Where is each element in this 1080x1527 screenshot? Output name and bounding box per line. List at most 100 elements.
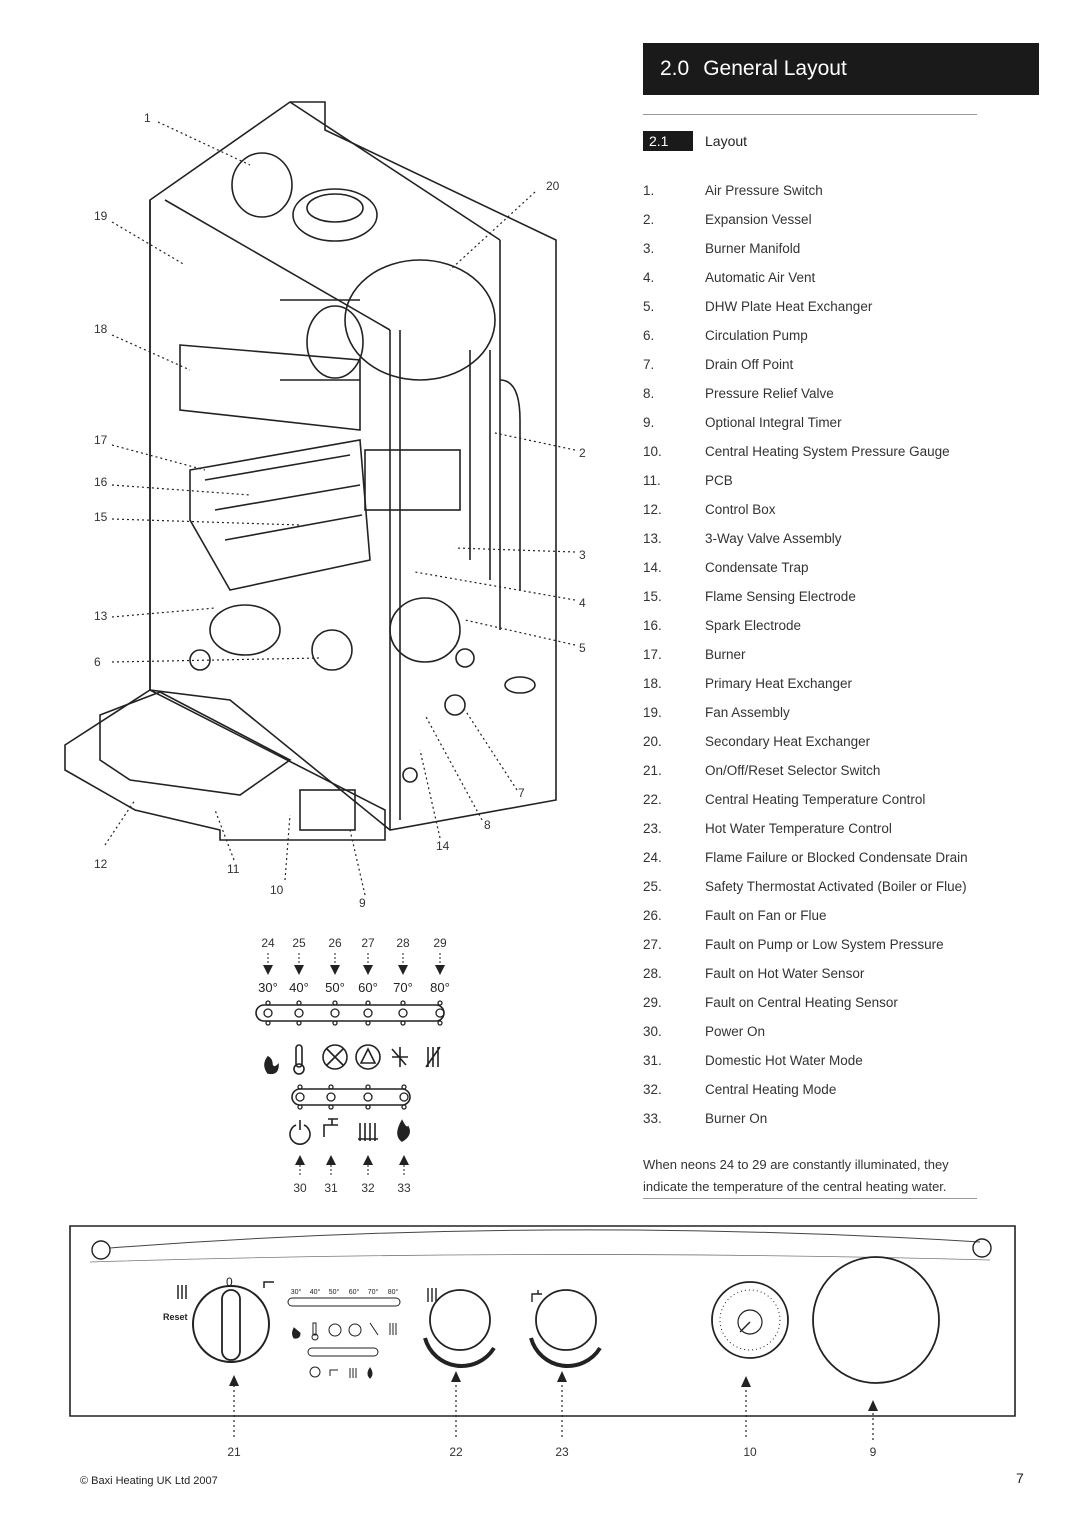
neon-number: 31 xyxy=(324,1181,338,1195)
neon-indicator xyxy=(330,1008,340,1018)
legend-label: Automatic Air Vent xyxy=(705,270,816,285)
divider xyxy=(643,1198,977,1199)
callout-label: 19 xyxy=(94,209,108,223)
legend-number: 33. xyxy=(643,1111,662,1126)
callout-label: 10 xyxy=(270,883,284,897)
neon-temperature: 30° xyxy=(258,980,278,995)
neon-indicator xyxy=(363,1092,373,1102)
legend-number: 9. xyxy=(643,415,655,430)
callout-label: 20 xyxy=(546,179,560,193)
legend-number: 13. xyxy=(643,531,662,546)
legend-label: Power On xyxy=(705,1024,766,1039)
legend-item: 5.DHW Plate Heat Exchanger xyxy=(643,296,983,325)
callout-label: 3 xyxy=(579,548,586,562)
mode-icons xyxy=(289,1118,410,1145)
callout-label: 11 xyxy=(227,862,240,876)
neon-indicator xyxy=(435,1008,445,1018)
arrow-down-icon xyxy=(363,965,373,975)
neon-indicator xyxy=(365,1104,371,1110)
neon-indicator xyxy=(363,1008,373,1018)
callout-label: 17 xyxy=(94,433,108,447)
neon-indicator xyxy=(295,1092,305,1102)
neon-indicator xyxy=(297,1084,303,1090)
arrow-up-icon xyxy=(363,1155,373,1165)
legend-number: 29. xyxy=(643,995,662,1010)
page-number: 7 xyxy=(1016,1470,1024,1486)
selector-switch[interactable]: 0 Reset xyxy=(163,1275,274,1363)
legend-number: 24. xyxy=(643,850,662,865)
neon-indicator xyxy=(437,1020,443,1026)
neon-indicator xyxy=(265,1000,271,1006)
legend-item: 14.Condensate Trap xyxy=(643,557,983,586)
legend-item: 21.On/Off/Reset Selector Switch xyxy=(643,760,983,789)
subsection-title: Layout xyxy=(705,133,748,149)
legend-label: Fault on Central Heating Sensor xyxy=(705,995,898,1010)
mini-mode-icons xyxy=(309,1366,373,1379)
central-heating-dial[interactable] xyxy=(423,1288,496,1369)
neon-indicator xyxy=(365,1000,371,1006)
control-panel: 0 Reset 30°40°50°60°70°80° xyxy=(69,1225,1016,1459)
callout-label: 10 xyxy=(743,1445,757,1459)
arrow-down-icon xyxy=(263,965,273,975)
legend-label: Central Heating System Pressure Gauge xyxy=(705,444,950,459)
legend-number: 7. xyxy=(643,357,655,372)
legend-number: 27. xyxy=(643,937,662,952)
legend-item: 9. Optional Integral Timer xyxy=(643,412,983,441)
legend-label: Burner On xyxy=(705,1111,768,1126)
legend-item: 25.Safety Thermostat Activated (Boiler o… xyxy=(643,876,983,905)
subsection-number: 2.1 xyxy=(643,131,693,151)
section-number: 2.0 xyxy=(660,57,690,80)
neon-indicator xyxy=(332,1000,338,1006)
legend-number: 8. xyxy=(643,386,655,401)
neon-indicator xyxy=(328,1104,334,1110)
legend-label: Condensate Trap xyxy=(705,560,809,575)
timer-blank xyxy=(812,1256,940,1384)
arrow-down-icon xyxy=(435,965,445,975)
legend-item: 19.Fan Assembly xyxy=(643,702,983,731)
legend-label: Flame Sensing Electrode xyxy=(705,589,856,604)
neon-number: 24 xyxy=(261,936,275,950)
legend-number: 15. xyxy=(643,589,662,604)
legend-label: Fault on Hot Water Sensor xyxy=(705,966,865,981)
legend-item: 8.Pressure Relief Valve xyxy=(643,383,983,412)
legend-number: 20. xyxy=(643,734,662,749)
legend-number: 17. xyxy=(643,647,662,662)
legend-number: 4. xyxy=(643,270,655,285)
neon-number: 25 xyxy=(292,936,306,950)
arrow-down-icon xyxy=(398,965,408,975)
mini-temperature: 80° xyxy=(388,1288,399,1296)
legend-item: 10.Central Heating System Pressure Gauge xyxy=(643,441,983,470)
mini-temperature: 70° xyxy=(368,1288,379,1296)
arrow-up-icon xyxy=(399,1155,409,1165)
legend-label: Expansion Vessel xyxy=(705,212,812,227)
legend-number: 21. xyxy=(643,763,662,778)
legend-item: 28.Fault on Hot Water Sensor xyxy=(643,963,983,992)
mini-temperature: 30° xyxy=(291,1288,302,1296)
mini-temperature: 40° xyxy=(310,1288,321,1296)
divider xyxy=(643,114,977,115)
legend-label: Flame Failure or Blocked Condensate Drai… xyxy=(705,850,968,865)
arrow-down-icon xyxy=(330,965,340,975)
legend-label: Primary Heat Exchanger xyxy=(705,676,853,691)
neon-number: 26 xyxy=(328,936,342,950)
neon-temperature: 80° xyxy=(430,980,450,995)
legend-item: 32.Central Heating Mode xyxy=(643,1079,983,1108)
callout-label: 16 xyxy=(94,475,108,489)
neon-indicator xyxy=(328,1084,334,1090)
neon-indicator xyxy=(332,1020,338,1026)
legend-label: Safety Thermostat Activated (Boiler or F… xyxy=(705,879,967,894)
arrow-up-icon xyxy=(295,1155,305,1165)
legend-number: 30. xyxy=(643,1024,662,1039)
fault-icons xyxy=(264,1044,441,1075)
legend-label: Spark Electrode xyxy=(705,618,802,633)
legend-label: Optional Integral Timer xyxy=(705,415,842,430)
neon-indicator xyxy=(437,1000,443,1006)
selector-zero-label: 0 xyxy=(226,1275,233,1289)
callout-label: 5 xyxy=(579,641,586,655)
callout-label: 12 xyxy=(94,857,108,871)
hot-water-dial[interactable] xyxy=(529,1289,602,1369)
